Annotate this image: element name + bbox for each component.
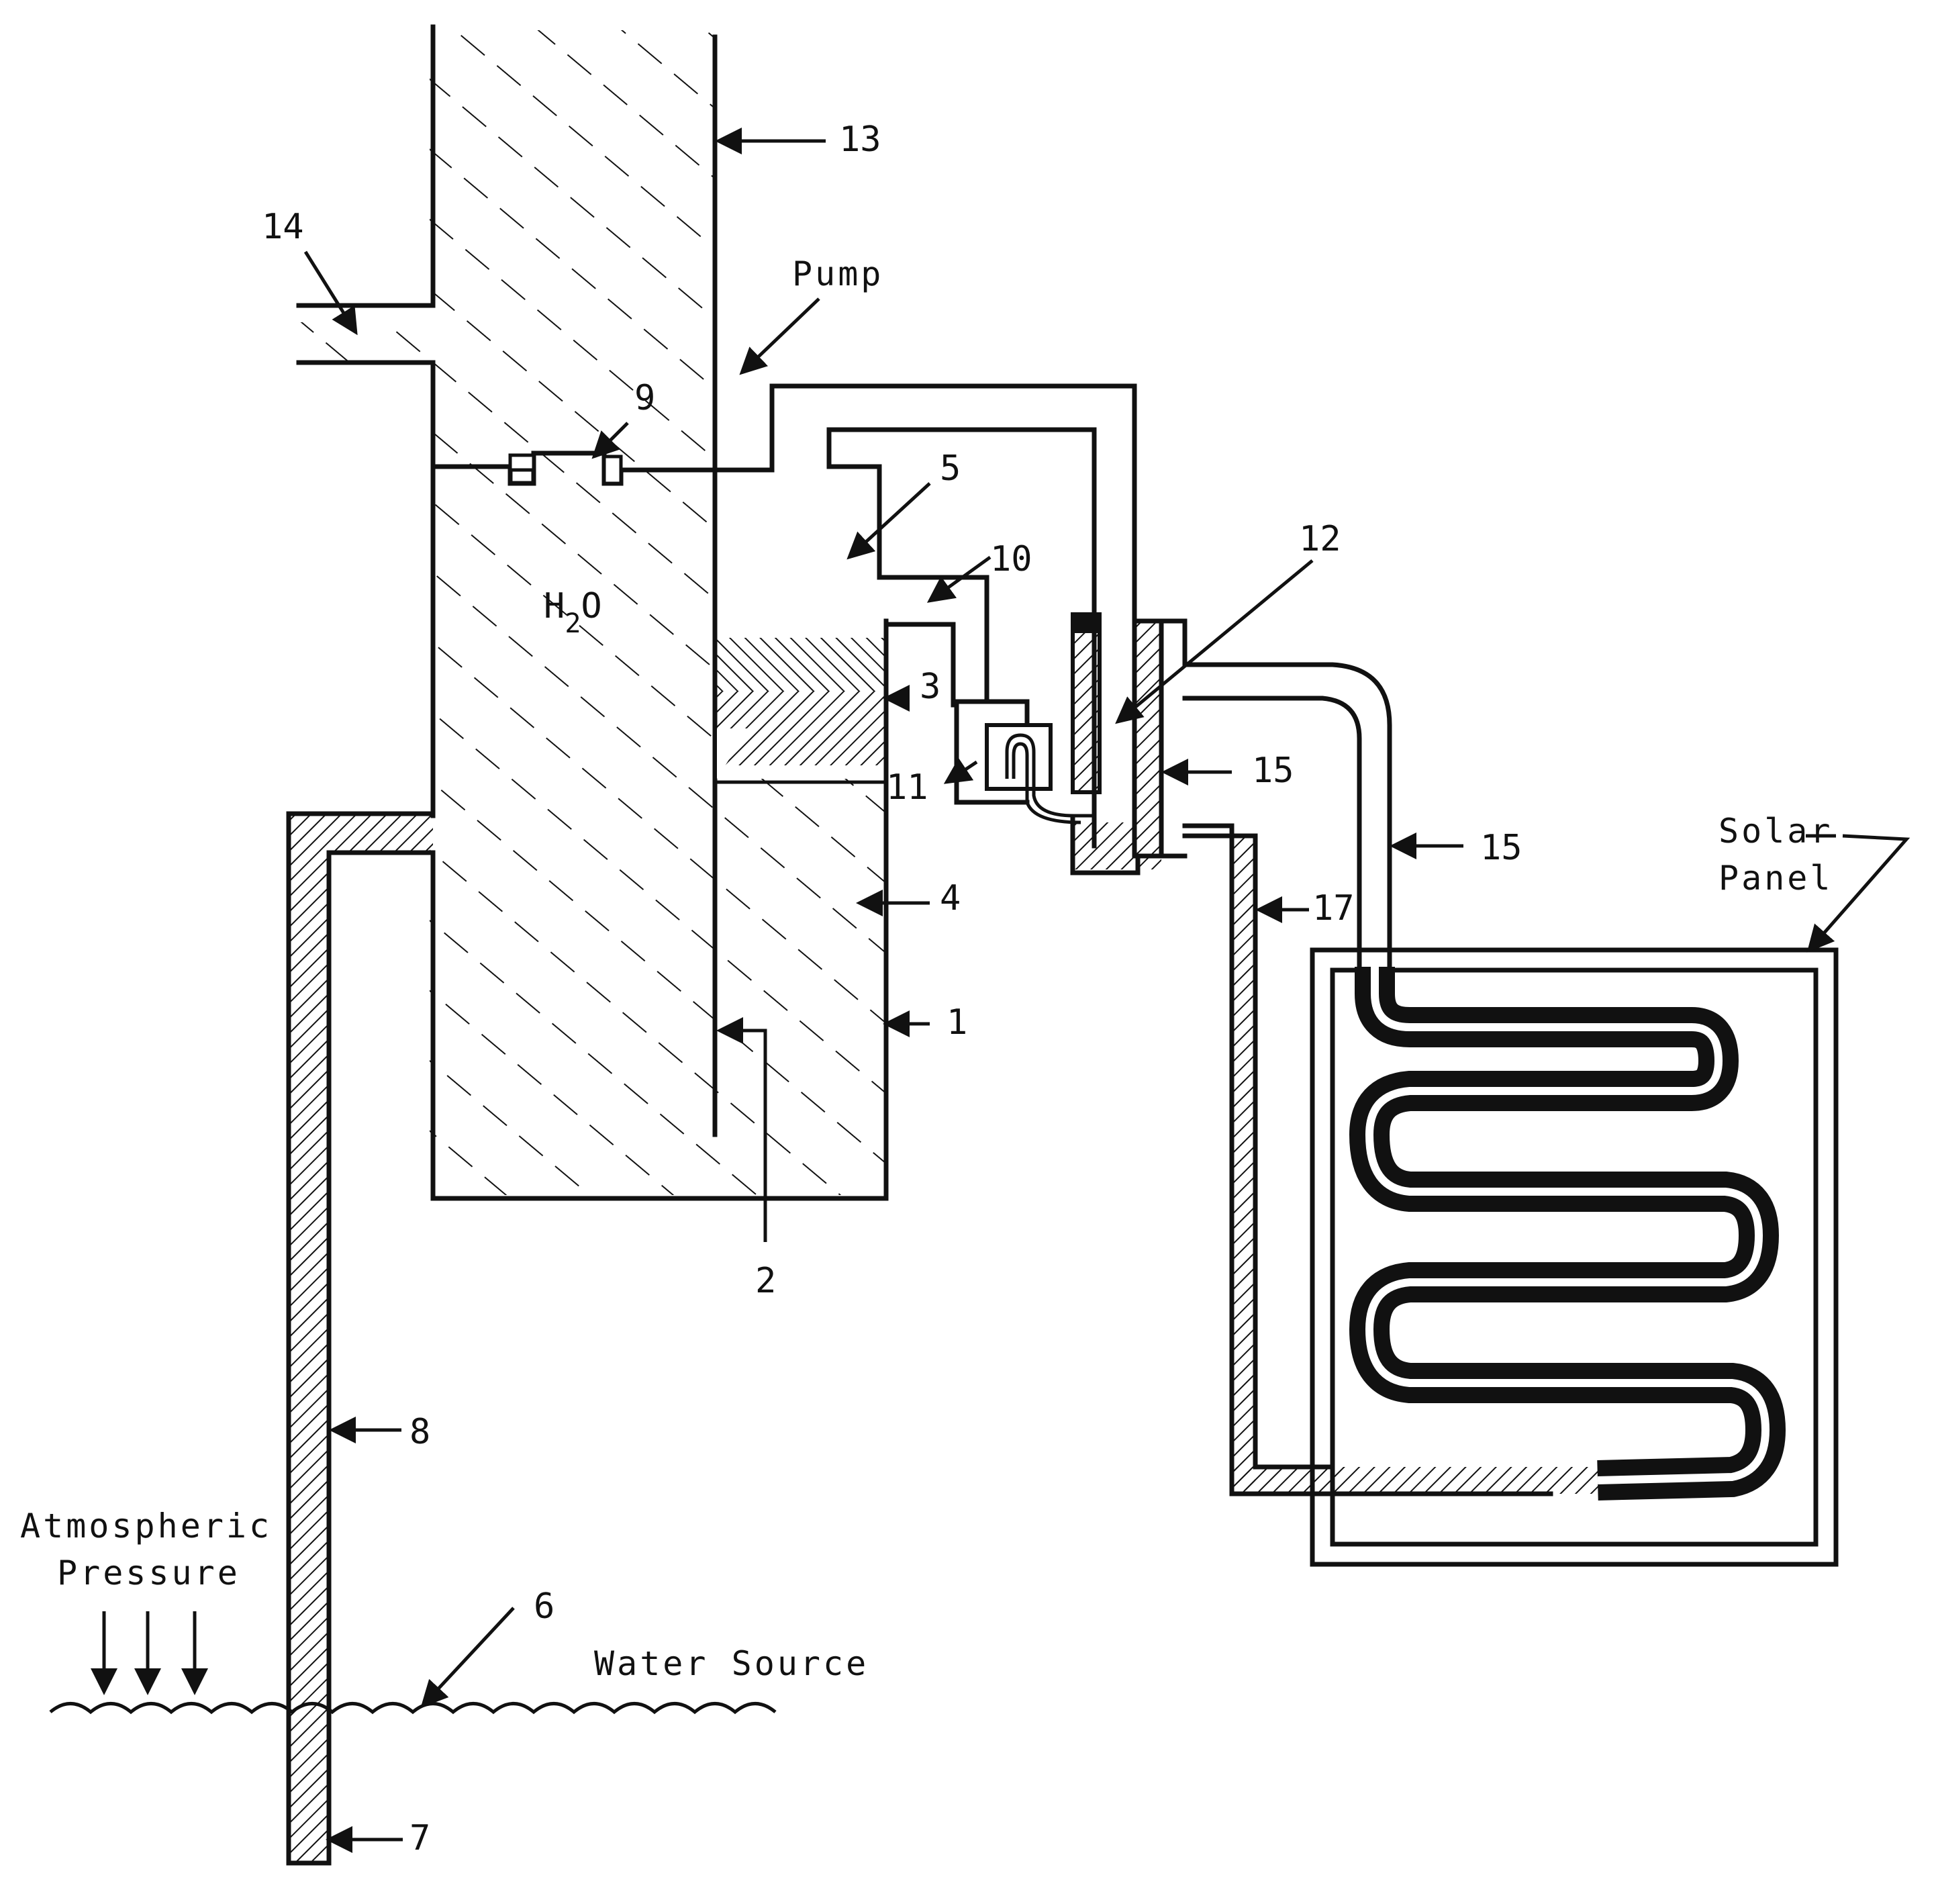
- solar-label-2: Panel: [1719, 859, 1833, 898]
- h2o-sub: 2: [565, 608, 581, 639]
- atmospheric-label-2: Pressure: [57, 1554, 240, 1592]
- atmospheric-label-1: Atmospheric: [20, 1507, 272, 1545]
- label-17: 17: [1312, 888, 1355, 929]
- label-12: 12: [1299, 519, 1341, 559]
- label-8: 8: [409, 1412, 430, 1452]
- label-10: 10: [990, 539, 1032, 579]
- label-7: 7: [409, 1818, 430, 1858]
- label-2: 2: [755, 1261, 776, 1301]
- h2o-label: H2O: [544, 586, 602, 639]
- h2o-o: O: [581, 586, 601, 626]
- label-5: 5: [940, 448, 961, 489]
- label-6: 6: [534, 1586, 554, 1627]
- solar-label-1: Solar: [1719, 812, 1833, 851]
- water-tank: [295, 24, 1137, 1201]
- label-3: 3: [920, 667, 940, 707]
- heat-exchanger-12: [1070, 612, 1188, 875]
- water-surface: [49, 1702, 777, 1715]
- label-15b: 15: [1480, 828, 1522, 868]
- labels: 13 14 Pump 9 5 10 12 H2O 3 11 15 4 15 So…: [20, 120, 1833, 1858]
- water-source-label: Water Source: [594, 1644, 869, 1683]
- label-13: 13: [839, 120, 881, 160]
- h2o-h: H: [544, 586, 565, 626]
- label-11: 11: [886, 767, 928, 808]
- pump-label: Pump: [792, 254, 883, 293]
- solar-panel: [1310, 947, 1839, 1567]
- pipe-15: [1182, 662, 1392, 969]
- leader-arrows: [303, 128, 1910, 1853]
- pipe-17: [1182, 823, 1608, 1496]
- suction-pipe-8: [286, 811, 436, 1866]
- label-9: 9: [634, 378, 655, 418]
- label-1: 1: [947, 1002, 967, 1043]
- label-15a: 15: [1252, 751, 1294, 791]
- piston-3: [717, 638, 885, 784]
- pump-chamber-5: [826, 427, 1097, 849]
- atmospheric-pressure-arrows: [91, 1611, 208, 1695]
- label-4: 4: [940, 878, 961, 918]
- label-14: 14: [262, 207, 304, 247]
